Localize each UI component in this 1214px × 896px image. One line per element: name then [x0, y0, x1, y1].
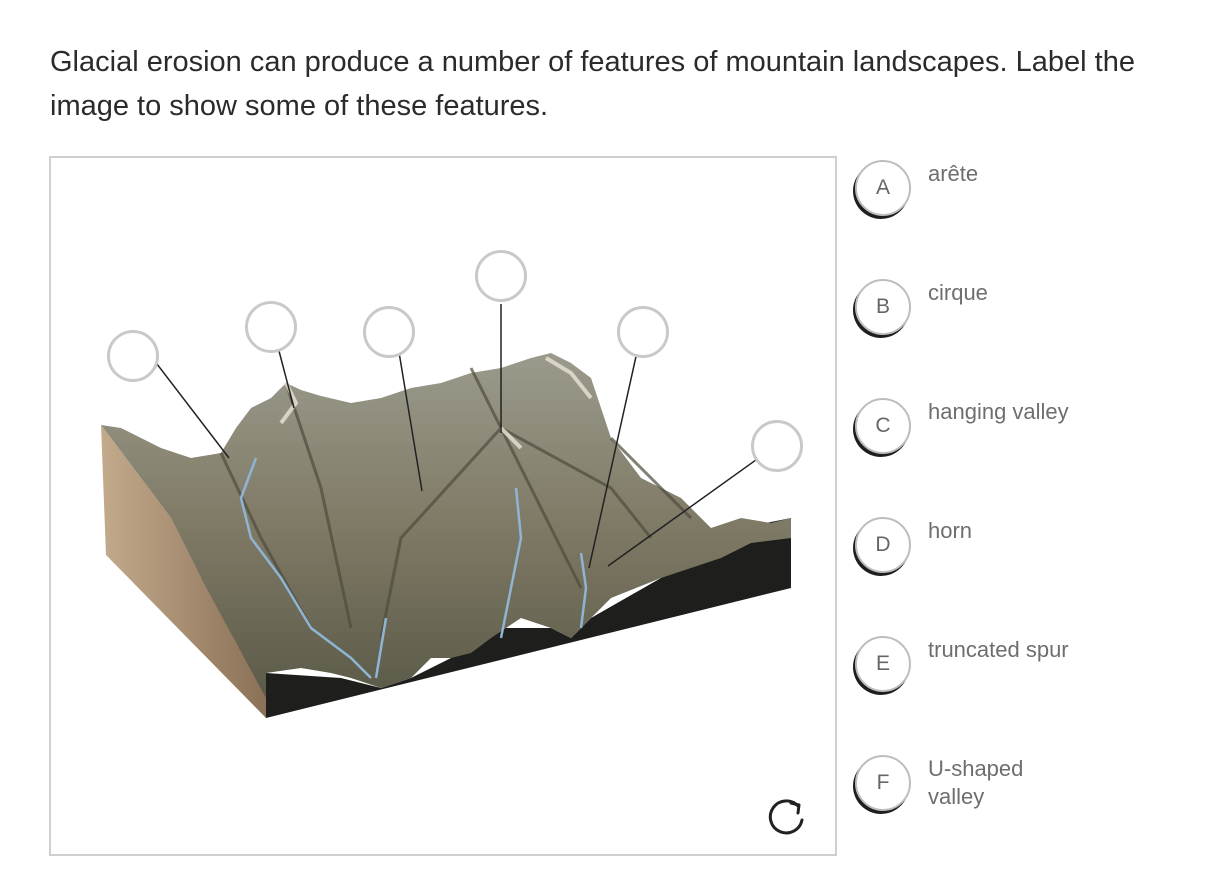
reset-icon [768, 799, 804, 835]
ridge-lines [219, 367, 693, 639]
river [239, 457, 588, 679]
option-label: horn [928, 518, 973, 543]
option-letter-badge: F [855, 755, 911, 811]
label-drop-target-2[interactable] [245, 301, 297, 353]
block-left-side [101, 425, 266, 718]
option-horn[interactable]: D horn [855, 517, 1185, 577]
option-letter-badge: B [855, 279, 911, 335]
option-truncated-spur[interactable]: E truncated spur [855, 636, 1185, 696]
glacial-landscape-illustration [101, 304, 791, 718]
option-letter-badge: D [855, 517, 911, 573]
option-label: U-shaped valley [928, 756, 1024, 809]
label-drop-target-4[interactable] [475, 250, 527, 302]
option-letter-badge: C [855, 398, 911, 454]
label-drop-target-3[interactable] [363, 306, 415, 358]
option-label: cirque [928, 280, 988, 305]
option-letter-badge: E [855, 636, 911, 692]
option-cirque[interactable]: B cirque [855, 279, 1185, 339]
label-drop-target-1[interactable] [107, 330, 159, 382]
option-arete[interactable]: A arête [855, 160, 1185, 220]
label-drop-target-6[interactable] [751, 420, 803, 472]
option-u-shaped-valley[interactable]: F U-shaped valley [855, 755, 1185, 815]
option-hanging-valley[interactable]: C hanging valley [855, 398, 1185, 458]
option-label: arête [928, 161, 979, 186]
option-label: hanging valley [928, 399, 1069, 424]
option-letter-badge: A [855, 160, 911, 216]
leader-lines [146, 304, 775, 569]
reset-button[interactable] [763, 794, 809, 840]
question-text: Glacial erosion can produce a number of … [50, 46, 1135, 122]
terrain-surface [101, 353, 791, 698]
option-label: truncated spur [928, 637, 1069, 662]
label-drop-target-5[interactable] [617, 306, 669, 358]
landscape-image-panel [49, 156, 837, 856]
